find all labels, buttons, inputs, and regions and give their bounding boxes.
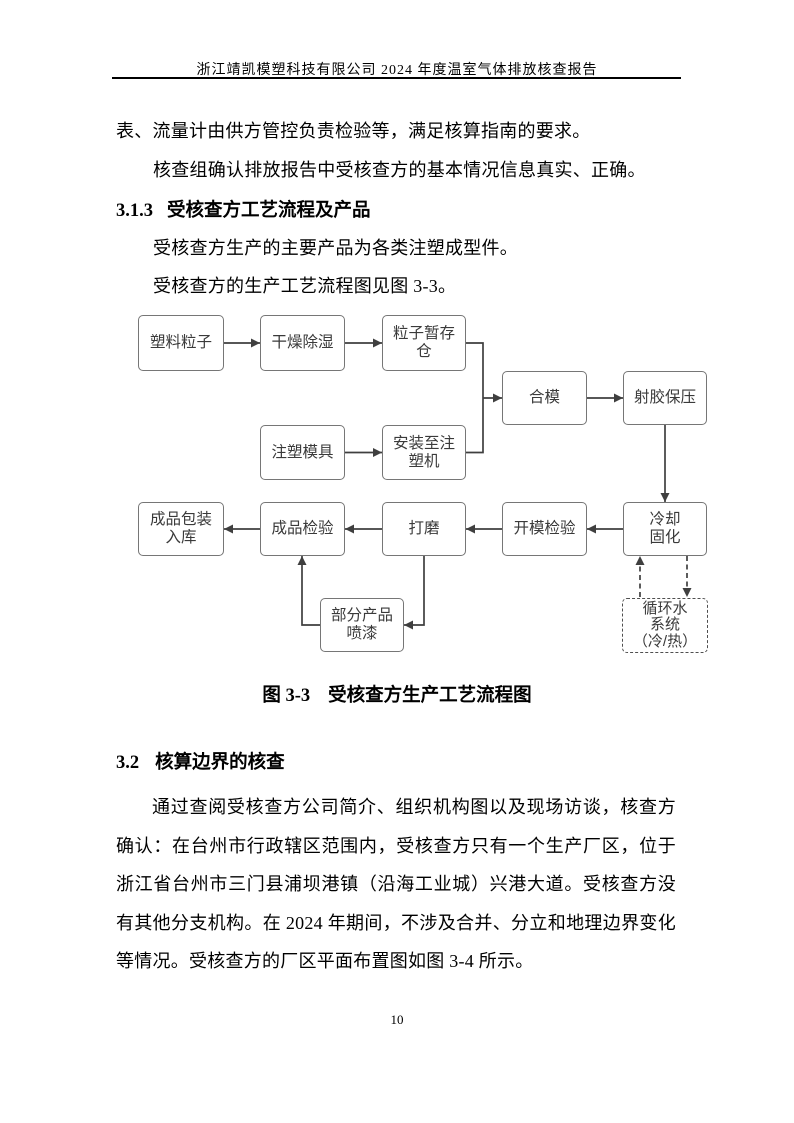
flow-box-injection-mold: 注塑模具 — [260, 425, 345, 480]
flow-box-cooling-solidify: 冷却 固化 — [623, 502, 707, 556]
paragraph-accounting-boundary: 通过查阅受核查方公司简介、组织机构图以及现场访谈，核查方确认：在台州市行政辖区范… — [116, 797, 676, 971]
paragraph-tail: 表、流量计由供方管控负责检验等，满足核算指南的要求。 — [116, 121, 591, 141]
heading-3-1-3-number: 3.1.3 — [116, 200, 153, 221]
flow-box-pack-warehouse: 成品包装 入库 — [138, 502, 224, 556]
flow-box-final-inspection: 成品检验 — [260, 502, 345, 556]
page-number: 10 — [390, 1012, 404, 1027]
paragraph-products: 受核查方生产的主要产品为各类注塑成型件。 — [153, 238, 518, 258]
flow-box-partial-spray-paint: 部分产品 喷漆 — [320, 598, 404, 652]
flow-box-injection-hold: 射胶保压 — [623, 371, 707, 425]
flow-box-grinding: 打磨 — [382, 502, 466, 556]
page-header-title: 浙江靖凯模塑科技有限公司 2024 年度温室气体排放核查报告 — [196, 63, 598, 78]
heading-3-2-text: 核算边界的核查 — [155, 753, 285, 773]
flow-box-plastic-granules: 塑料粒子 — [138, 315, 224, 371]
connector-silo-install-merge — [466, 342, 484, 454]
figure-caption-number: 图 3-3 — [262, 686, 311, 706]
heading-3-1-3-text: 受核查方工艺流程及产品 — [167, 200, 371, 221]
heading-3-2-number: 3.2 — [116, 753, 140, 773]
flow-box-open-mold-inspection: 开模检验 — [502, 502, 587, 556]
figure-caption-text: 受核查方生产工艺流程图 — [328, 686, 532, 706]
flow-box-mold-clamp: 合模 — [502, 371, 587, 425]
header-rule — [112, 77, 681, 79]
flow-box-install-to-machine: 安装至注 塑机 — [382, 425, 466, 480]
paragraph-flow-reference: 受核查方的生产工艺流程图见图 3-3。 — [153, 276, 457, 296]
heading-3-2: 3.2 核算边界的核查 — [116, 752, 285, 774]
flow-box-granule-silo: 粒子暂存 仓 — [382, 315, 466, 371]
heading-3-1-3: 3.1.3 受核查方工艺流程及产品 — [116, 200, 371, 222]
arrow-paint-to-finalcheck — [297, 556, 320, 626]
figure-3-3-caption: 图 3-3 受核查方生产工艺流程图 — [0, 685, 794, 707]
arrow-grind-to-paint — [404, 556, 425, 630]
paragraph-confirm: 核查组确认排放报告中受核查方的基本情况信息真实、正确。 — [153, 159, 646, 180]
flow-box-dry-dehumidify: 干燥除湿 — [260, 315, 345, 371]
flow-box-circulating-water-system: 循环水 系统 （冷/热） — [622, 598, 708, 653]
